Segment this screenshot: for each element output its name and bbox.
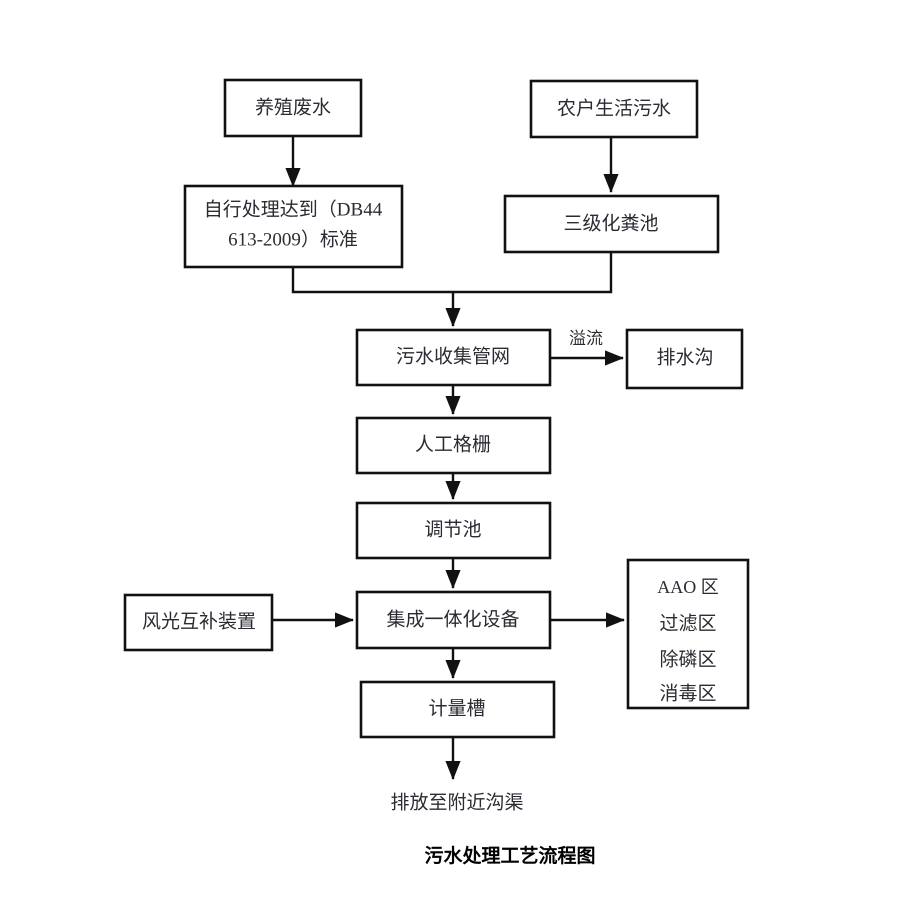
node-integrated-equipment-box: [355, 590, 552, 650]
node-regulating-tank-label: 调节池: [424, 518, 481, 540]
node-septic-tank[interactable]: 三级化粪池: [503, 194, 720, 254]
node-household-sewage-box: [529, 79, 699, 139]
node-metering-tank[interactable]: 计量槽: [359, 680, 556, 739]
node-collection-network-box: [355, 328, 552, 387]
node-drainage-ditch-box: [625, 328, 744, 390]
node-collection-network-label: 污水收集管网: [396, 345, 510, 367]
node-wind-solar-device-box: [123, 593, 274, 652]
node-manual-grille-box: [355, 416, 552, 475]
node-household-sewage[interactable]: 农户生活污水: [529, 79, 699, 139]
edge-label-overflow: 溢流: [569, 329, 603, 348]
discharge-note-label: 排放至附近沟渠: [390, 791, 523, 813]
node-breeding-wastewater-label: 养殖废水: [255, 96, 331, 118]
node-treatment-zones[interactable]: AAO 区 过滤区 除磷区 消毒区: [626, 558, 750, 710]
node-drainage-ditch[interactable]: 排水沟: [625, 328, 744, 390]
node-collection-network[interactable]: 污水收集管网: [355, 328, 552, 387]
node-self-treatment[interactable]: 自行处理达到（DB44 613-2009）标准: [183, 184, 404, 269]
node-regulating-tank-box: [355, 501, 552, 560]
node-self-treatment-box: [183, 184, 404, 269]
node-manual-grille[interactable]: 人工格栅: [355, 416, 552, 475]
node-integrated-equipment-label: 集成一体化设备: [386, 608, 519, 630]
zone-item-phosphorus-removal: 除磷区: [659, 648, 716, 670]
figure-title: 污水处理工艺流程图: [424, 844, 595, 867]
node-self-treatment-label-line2: 613-2009）标准: [228, 228, 358, 250]
zone-item-filtration: 过滤区: [659, 612, 716, 634]
node-treatment-zones-box: [626, 558, 750, 710]
node-metering-tank-box: [359, 680, 556, 739]
node-wind-solar-device[interactable]: 风光互补装置: [123, 593, 274, 652]
node-breeding-wastewater-box: [223, 78, 363, 138]
node-integrated-equipment[interactable]: 集成一体化设备: [355, 590, 552, 650]
node-metering-tank-label: 计量槽: [428, 697, 485, 719]
node-household-sewage-label: 农户生活污水: [557, 97, 671, 119]
node-self-treatment-label-line1: 自行处理达到（DB44: [204, 198, 383, 220]
node-septic-tank-label: 三级化粪池: [563, 212, 658, 234]
zone-item-aao: AAO 区: [657, 577, 719, 597]
node-manual-grille-label: 人工格栅: [415, 433, 491, 455]
node-breeding-wastewater[interactable]: 养殖废水: [223, 78, 363, 138]
node-drainage-ditch-label: 排水沟: [656, 346, 713, 368]
zone-item-disinfection: 消毒区: [659, 682, 716, 704]
node-wind-solar-device-label: 风光互补装置: [142, 610, 256, 632]
node-septic-tank-box: [503, 194, 720, 254]
node-regulating-tank[interactable]: 调节池: [355, 501, 552, 560]
